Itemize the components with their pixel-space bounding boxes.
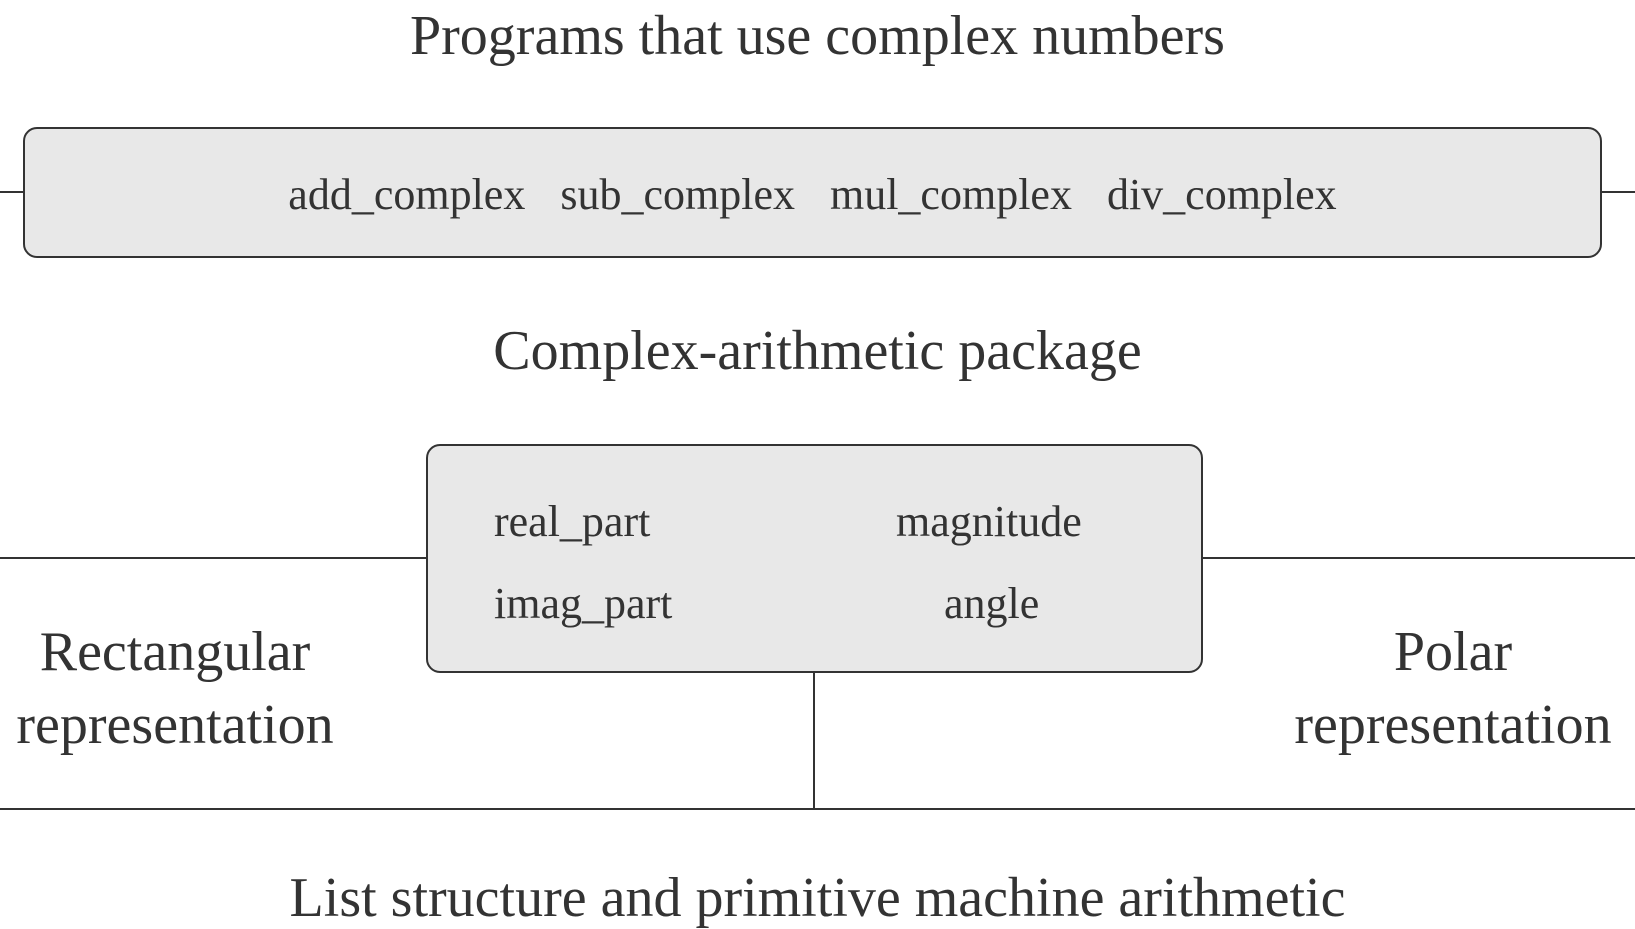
representation-divider bbox=[813, 671, 815, 809]
selector-magnitude: magnitude bbox=[896, 497, 1082, 546]
lower-barrier bbox=[0, 808, 1635, 810]
selector-real-part: real_part bbox=[494, 497, 651, 546]
selector-angle: angle bbox=[944, 579, 1040, 628]
op-add-complex: add_complex bbox=[288, 170, 526, 219]
package-label: Complex-arithmetic package bbox=[493, 320, 1142, 382]
selectors-box bbox=[426, 444, 1203, 673]
upper-barrier-left bbox=[0, 191, 24, 193]
middle-barrier-left bbox=[0, 557, 428, 559]
op-div-complex: div_complex bbox=[1106, 170, 1337, 219]
upper-barrier-right bbox=[1600, 191, 1635, 193]
rectangular-representation-label: Rectangular representation bbox=[0, 616, 350, 762]
primitive-layer-label: List structure and primitive machine ari… bbox=[289, 867, 1346, 929]
selector-imag-part: imag_part bbox=[494, 579, 673, 628]
polar-representation-label: Polar representation bbox=[1278, 616, 1628, 762]
rectangular-line2: representation bbox=[16, 693, 334, 756]
rectangular-line1: Rectangular bbox=[39, 621, 311, 683]
operations-list: add_complex sub_complex mul_complex div_… bbox=[25, 173, 1600, 217]
polar-line1: Polar bbox=[1393, 621, 1513, 683]
polar-line2: representation bbox=[1294, 693, 1612, 756]
op-sub-complex: sub_complex bbox=[560, 170, 795, 219]
programs-title: Programs that use complex numbers bbox=[410, 5, 1225, 67]
op-mul-complex: mul_complex bbox=[829, 170, 1072, 219]
complex-operations-box: add_complex sub_complex mul_complex div_… bbox=[23, 127, 1602, 258]
middle-barrier-right bbox=[1201, 557, 1635, 559]
